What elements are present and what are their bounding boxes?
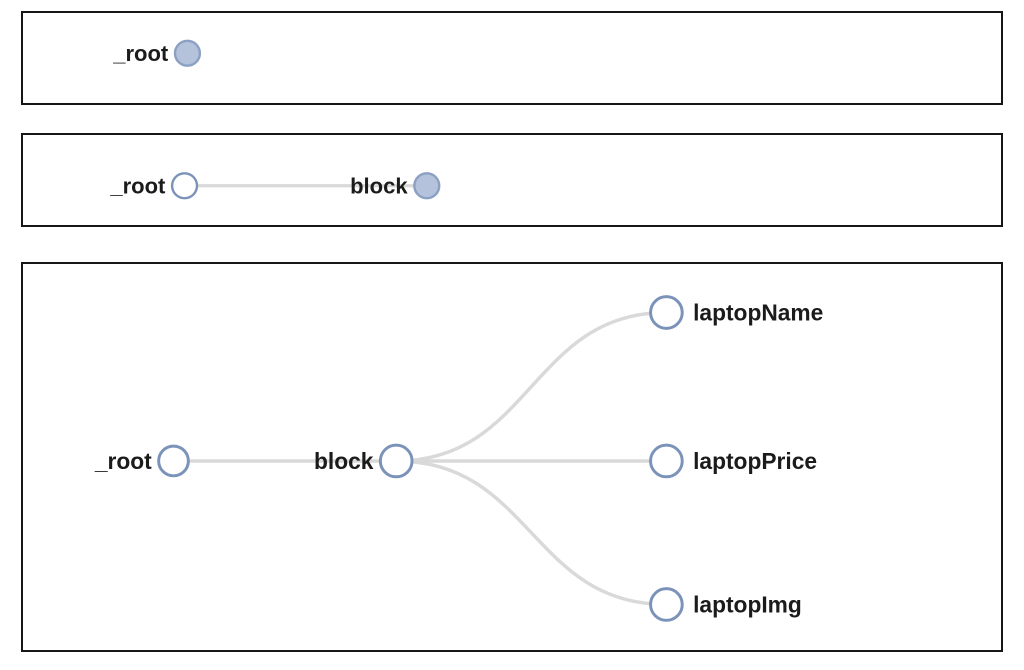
tree-panel-full-sitemap: _root block laptopName laptopPrice laptopImg	[21, 262, 1003, 652]
node-label-_root: _root	[109, 173, 166, 198]
link-block-laptopName	[396, 310, 667, 463]
node-circle-_root[interactable]	[157, 444, 190, 478]
node-circle-_root[interactable]	[173, 39, 202, 67]
node-label-laptopPrice: laptopPrice	[693, 448, 817, 474]
node-circle-laptopPrice[interactable]	[649, 443, 684, 479]
node-label-laptopName: laptopName	[693, 299, 823, 325]
node-label-laptopImg: laptopImg	[693, 591, 802, 617]
node-label-block: block	[350, 173, 408, 198]
tree-panel-root-only: _root	[21, 11, 1003, 105]
node-circle-_root[interactable]	[170, 172, 199, 200]
tree-panel-root-block: _root block	[21, 133, 1003, 227]
link-block-laptopImg	[396, 459, 667, 607]
node-circle-laptopImg[interactable]	[649, 587, 684, 622]
tree-svg-root-block: _root block	[109, 172, 441, 200]
tree-svg-full-sitemap: _root block laptopName laptopPrice laptopImg	[94, 295, 823, 622]
node-label-block: block	[314, 448, 374, 474]
node-label-_root: _root	[94, 448, 152, 474]
tree-svg-root-only: _root	[112, 39, 202, 67]
node-circle-laptopName[interactable]	[649, 295, 684, 330]
node-circle-block[interactable]	[378, 443, 414, 479]
node-label-_root: _root	[112, 41, 169, 66]
node-circle-block[interactable]	[413, 172, 441, 200]
